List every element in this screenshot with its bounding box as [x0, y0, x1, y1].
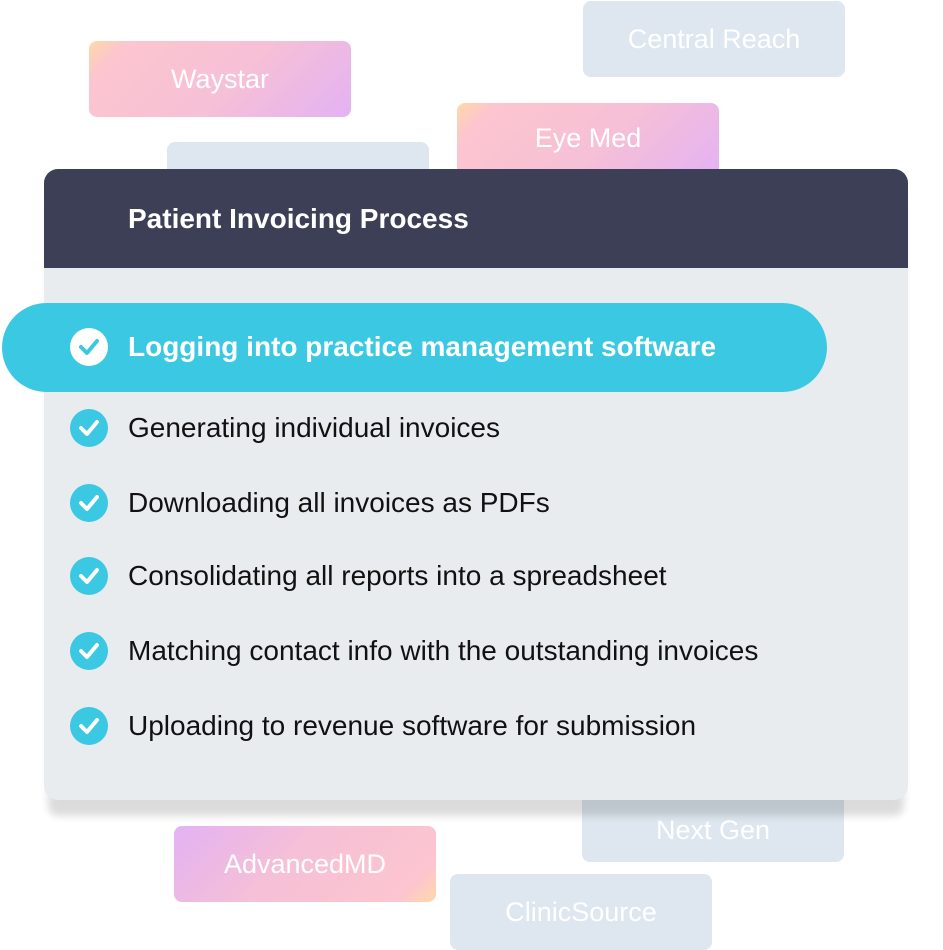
card-header: Patient Invoicing Process	[44, 169, 908, 268]
tag-label: Central Reach	[627, 23, 801, 54]
tag-label: Next Gen	[655, 815, 771, 845]
check-circle-icon	[70, 557, 108, 595]
step-label: Generating individual invoices	[128, 412, 500, 443]
tag-waystar: Waystar	[89, 41, 351, 117]
card-title: Patient Invoicing Process	[128, 202, 469, 234]
tag-label: Waystar	[170, 63, 269, 94]
step-label: Downloading all invoices as PDFs	[128, 487, 550, 518]
tag-central-reach: Central Reach	[583, 1, 845, 77]
check-circle-icon	[70, 632, 108, 670]
tag-label: ClinicSource	[505, 896, 657, 927]
step-item: Matching contact info with the outstandi…	[70, 631, 758, 671]
step-item: Downloading all invoices as PDFs	[70, 483, 550, 523]
process-card: Patient Invoicing Process	[44, 169, 908, 800]
check-circle-icon	[70, 484, 108, 522]
step-item: Uploading to revenue software for submis…	[70, 706, 696, 746]
tag-advancedmd: AdvancedMD	[174, 826, 436, 902]
tag-eye-med: Eye Med	[457, 103, 719, 179]
check-circle-icon	[70, 328, 108, 366]
tag-clinicsource: ClinicSource	[450, 874, 712, 950]
check-circle-icon	[70, 707, 108, 745]
step-label: Uploading to revenue software for submis…	[128, 710, 697, 741]
step-label: Consolidating all reports into a spreads…	[128, 560, 667, 591]
step-item: Generating individual invoices	[70, 408, 500, 448]
tag-label: AdvancedMD	[223, 848, 387, 879]
tag-label: Eye Med	[534, 123, 642, 153]
highlighted-step: Logging into practice management softwar…	[2, 303, 827, 392]
step-label: Logging into practice management softwar…	[128, 331, 717, 362]
step-label: Matching contact info with the outstandi…	[128, 635, 759, 666]
check-circle-icon	[70, 409, 108, 447]
step-item: Consolidating all reports into a spreads…	[70, 556, 667, 596]
